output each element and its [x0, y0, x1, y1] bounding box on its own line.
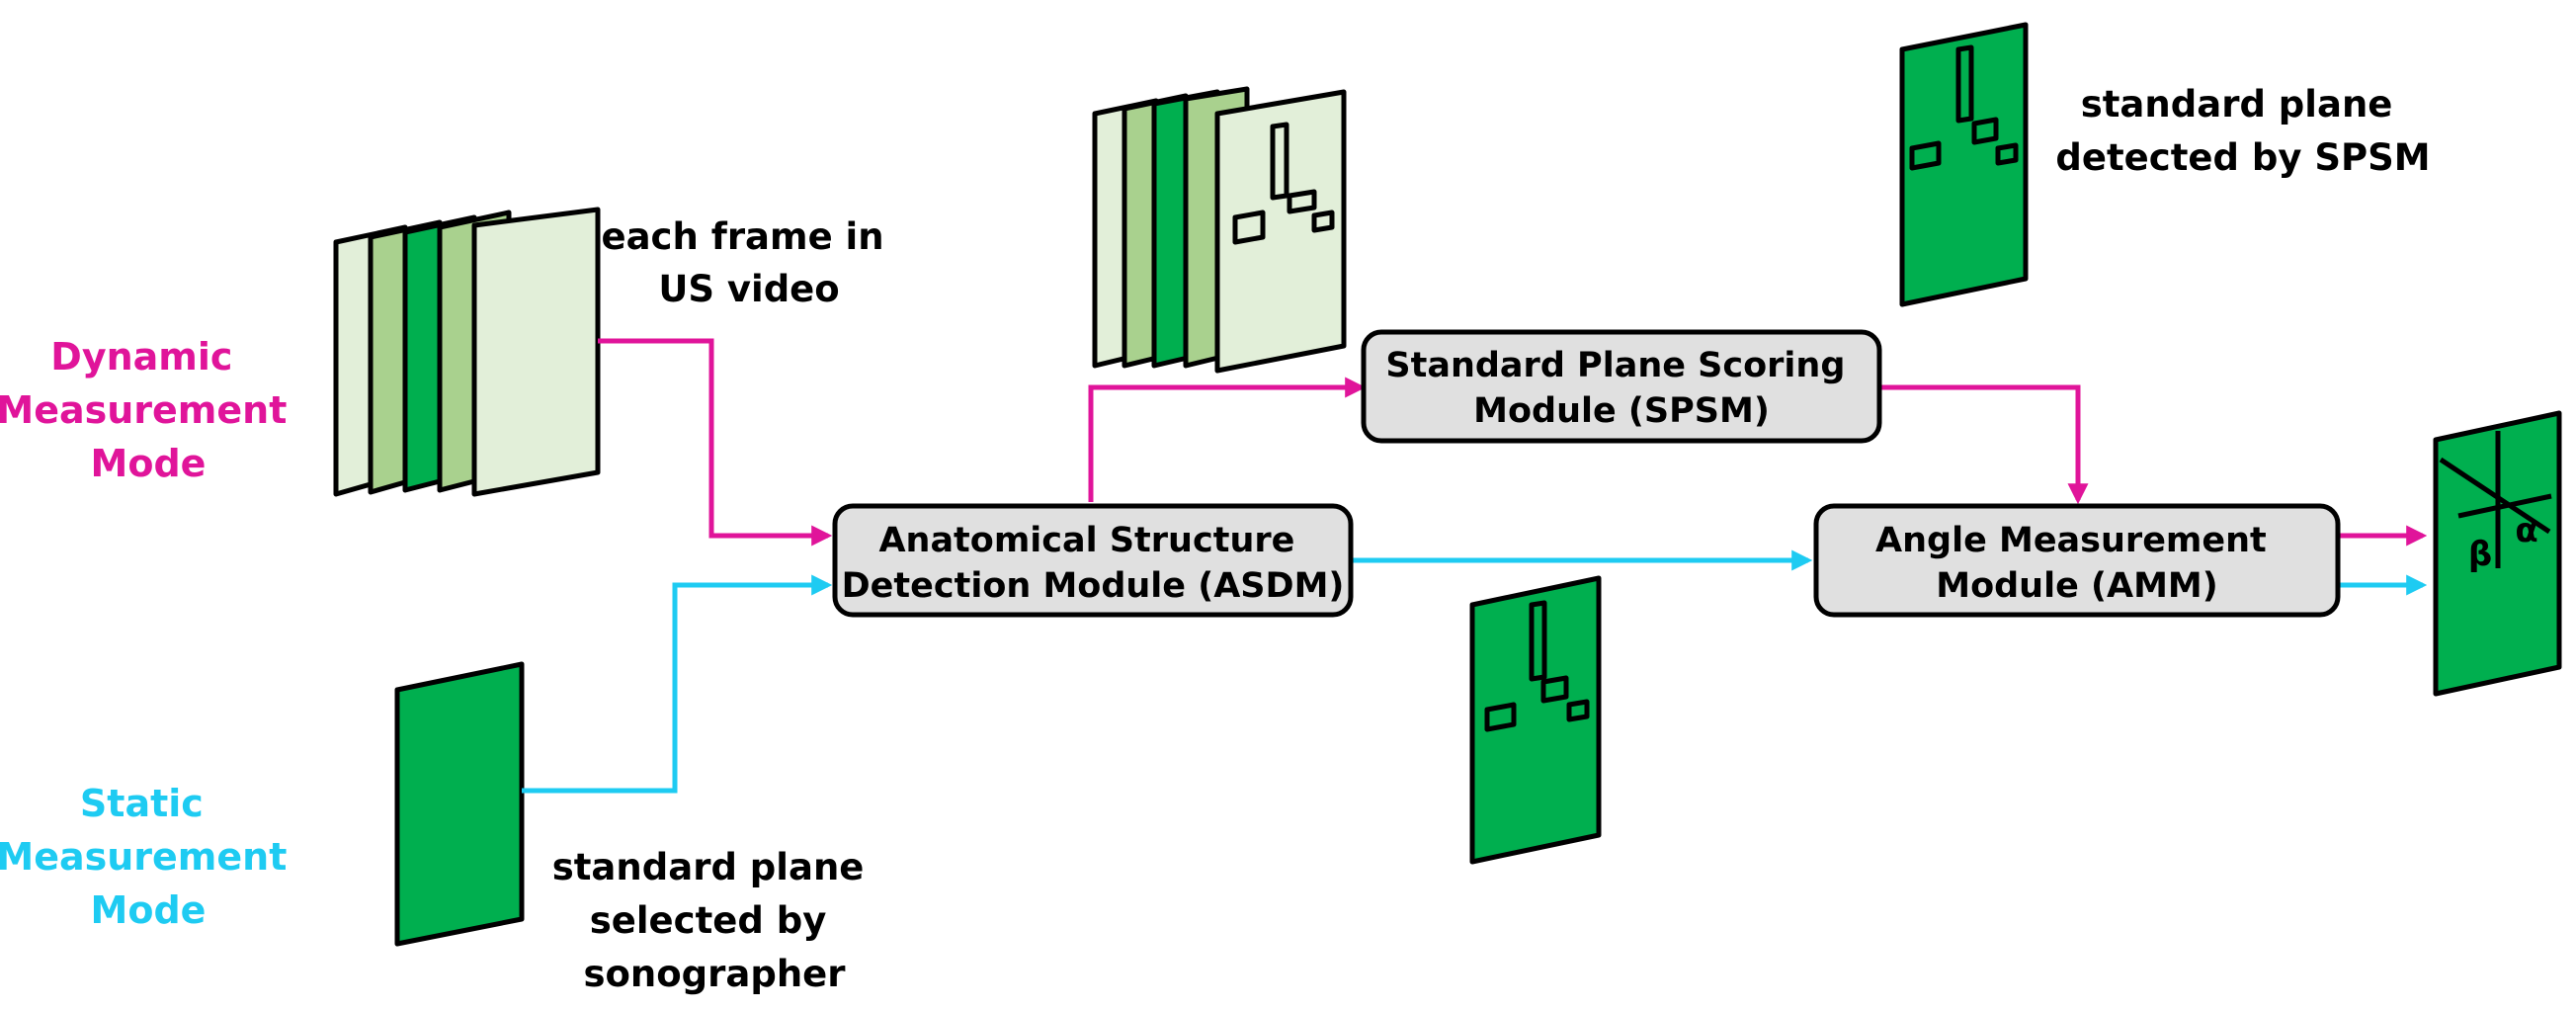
angle-alpha-label: α [2515, 511, 2537, 550]
spsm-module-label: Standard Plane Scoring Module (SPSM) [1385, 346, 1857, 431]
dynamic-mode-label: Dynamic Measurement Mode [0, 335, 300, 485]
sonographer-plane-caption: standard plane selected by sonographer [552, 846, 877, 995]
asdm-module-label: Anatomical Structure Detection Module (A… [842, 521, 1345, 606]
sonographer-standard-plane [394, 661, 525, 947]
spsm-plane-caption: standard plane detected by SPSM [2055, 83, 2430, 179]
dynamic-mode-path [598, 338, 2428, 547]
spsm-module: Standard Plane Scoring Module (SPSM) [1361, 329, 1882, 444]
video-frames-caption: each frame in US video [602, 215, 897, 310]
spsm-detected-plane [1899, 22, 2029, 307]
angle-output-plane: β α [2433, 410, 2562, 697]
static-mode-label: Static Measurement Mode [0, 782, 300, 932]
asdm-module: Anatomical Structure Detection Module (A… [832, 503, 1354, 618]
angle-beta-label: β [2468, 535, 2492, 574]
detected-frame-stack [1092, 86, 1347, 374]
amm-module: Angle Measurement Module (AMM) [1813, 503, 2341, 618]
us-video-frame-stack [333, 207, 601, 497]
static-mode-path [522, 549, 2428, 794]
asdm-output-plane [1469, 575, 1602, 865]
amm-module-label: Angle Measurement Module (AMM) [1875, 521, 2279, 606]
